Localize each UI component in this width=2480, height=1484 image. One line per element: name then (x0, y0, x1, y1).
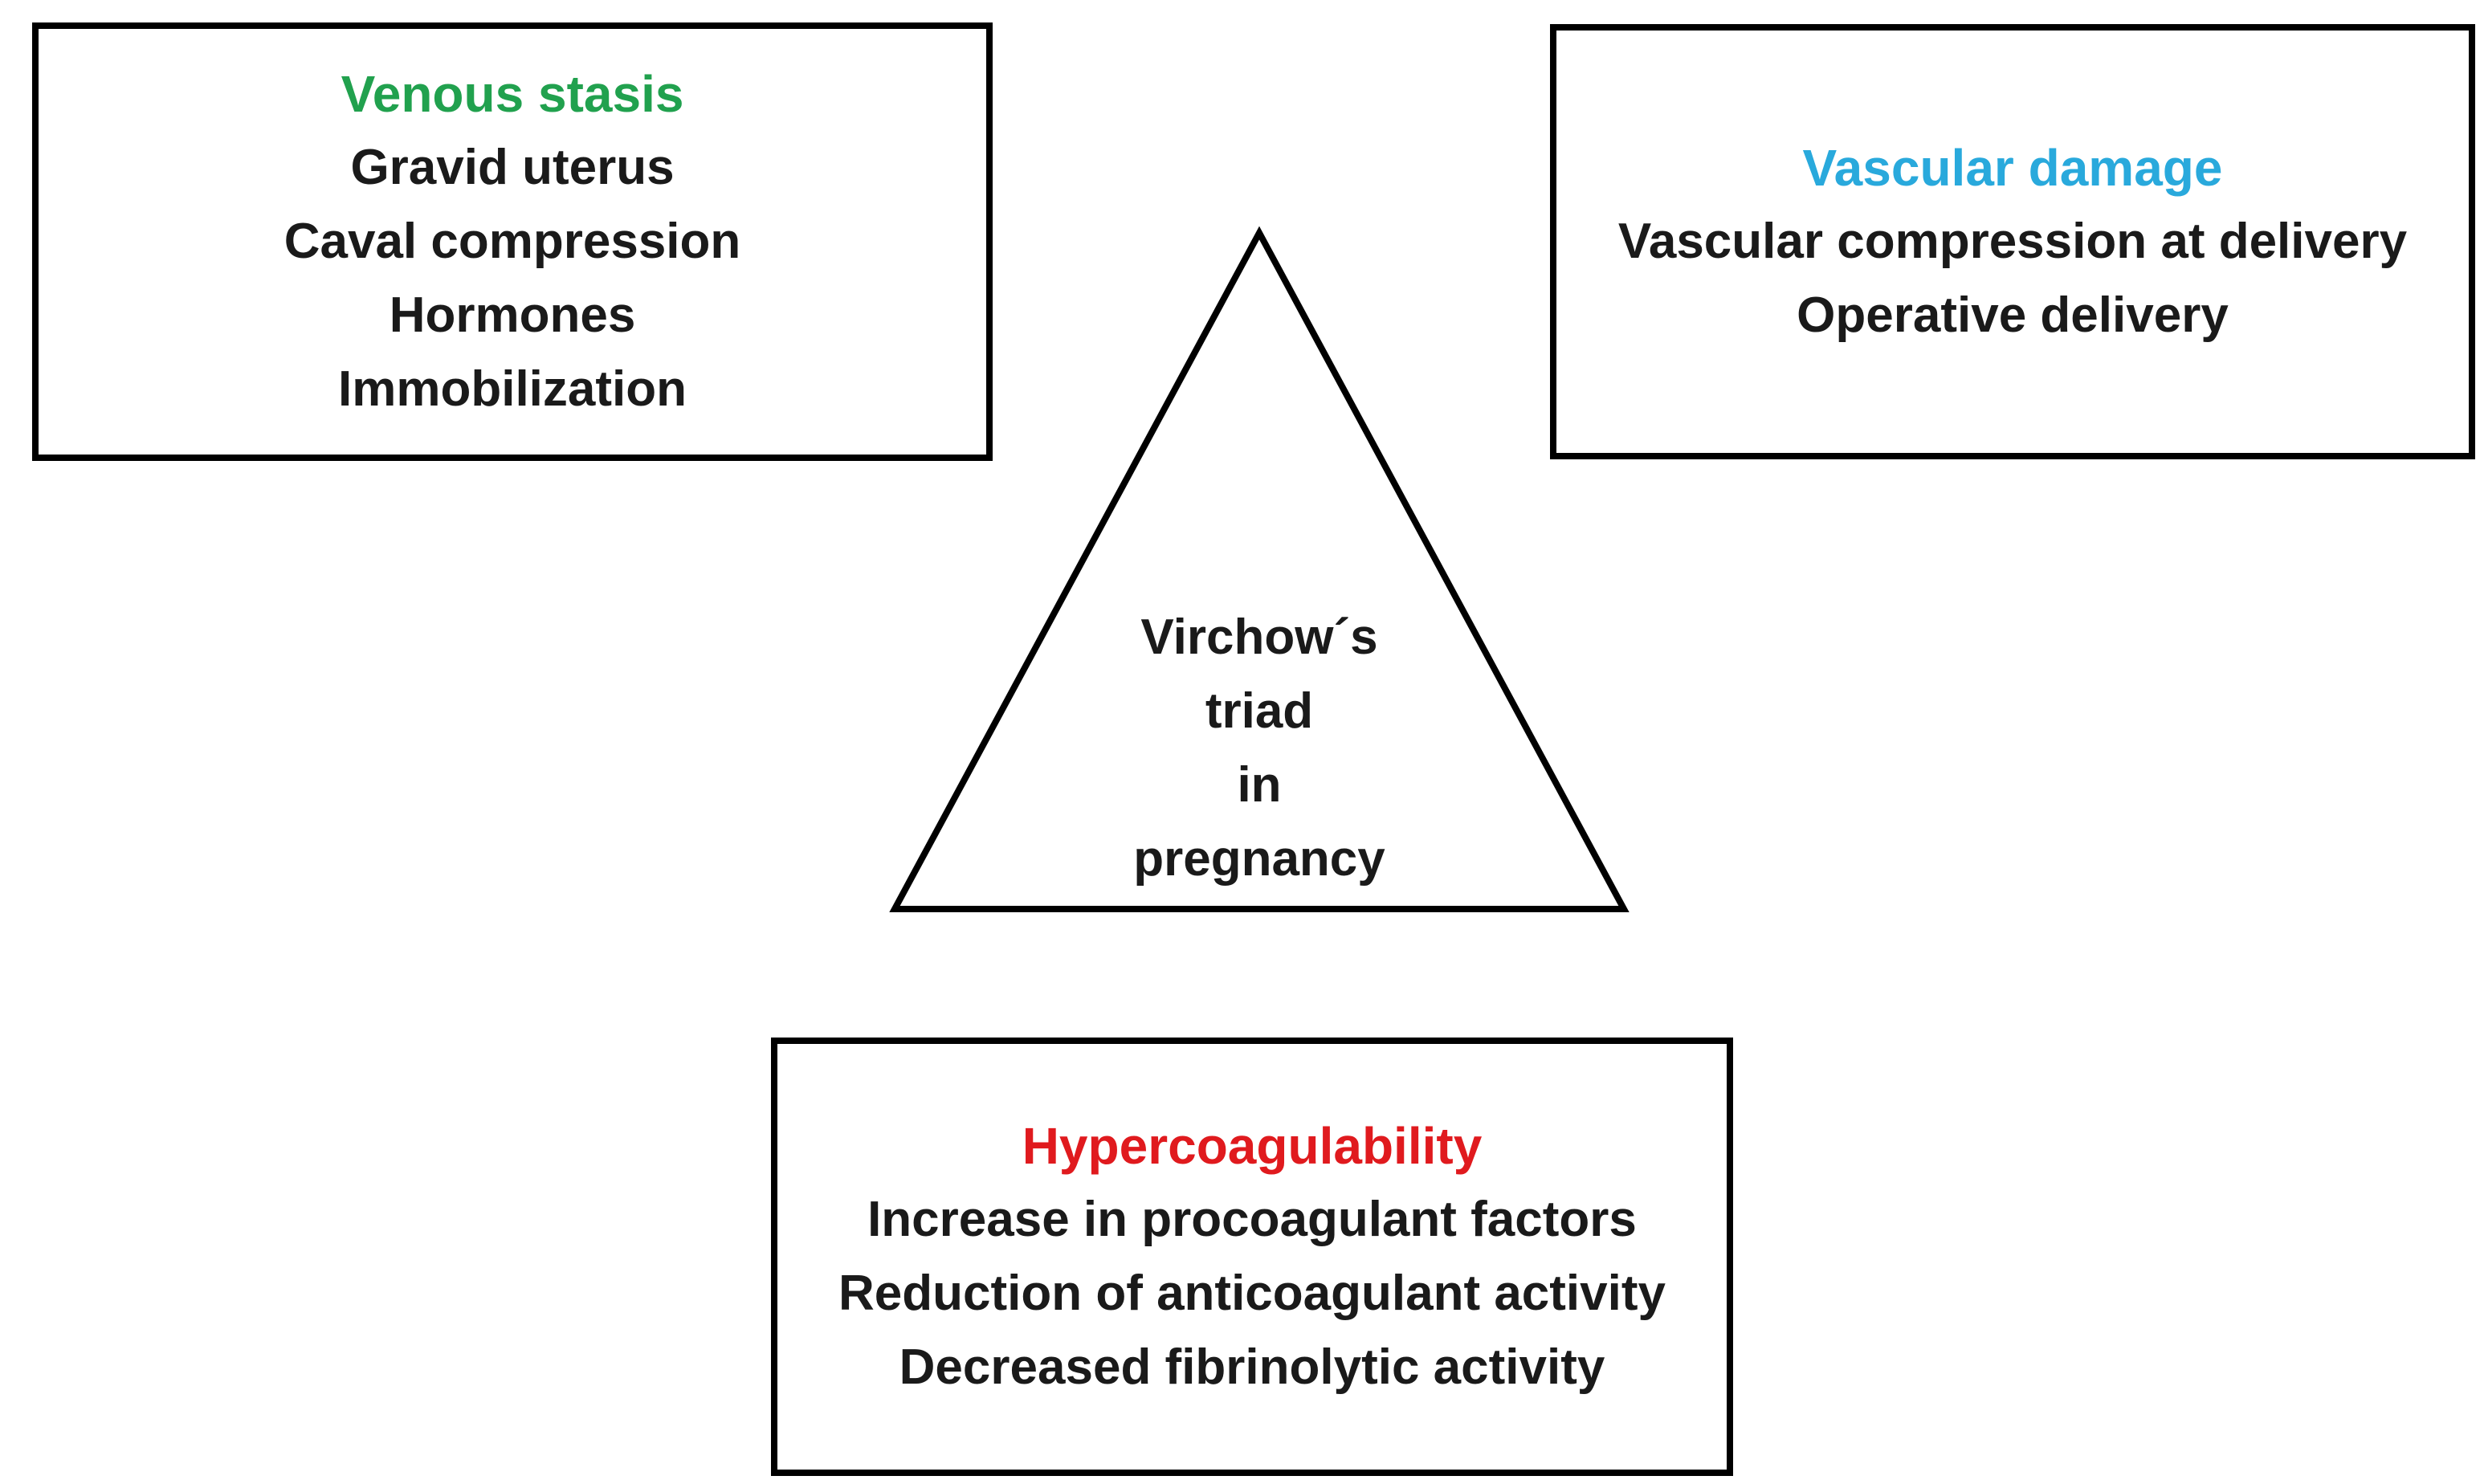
triangle-label-line: Virchow´s (1140, 610, 1378, 665)
vascular-damage-item: Operative delivery (1797, 287, 2229, 343)
triangle-label-line: in (1237, 757, 1282, 813)
triangle-label: Virchow´s triad in pregnancy (1018, 601, 1500, 896)
hypercoagulability-title: Hypercoagulability (1022, 1117, 1483, 1175)
triangle-shape (889, 226, 1630, 912)
venous-stasis-box: Venous stasis Gravid uterus Caval compre… (32, 22, 993, 461)
vascular-damage-title: Vascular damage (1802, 139, 2223, 197)
venous-stasis-title: Venous stasis (341, 65, 684, 123)
venous-stasis-item: Caval compression (283, 214, 741, 269)
venous-stasis-item: Hormones (389, 287, 636, 343)
vascular-damage-item: Vascular compression at delivery (1617, 214, 2408, 269)
venous-stasis-item: Gravid uterus (350, 140, 675, 195)
hypercoagulability-item: Decreased fibrinolytic activity (899, 1339, 1605, 1395)
hypercoagulability-item: Reduction of anticoagulant activity (838, 1266, 1666, 1321)
hypercoagulability-item: Increase in procoagulant factors (867, 1192, 1637, 1247)
venous-stasis-item: Immobilization (338, 361, 687, 417)
vascular-damage-box: Vascular damage Vascular compression at … (1550, 24, 2475, 459)
hypercoagulability-box: Hypercoagulability Increase in procoagul… (771, 1038, 1733, 1476)
triangle-label-line: pregnancy (1133, 831, 1385, 887)
triangle-label-line: triad (1205, 683, 1314, 739)
